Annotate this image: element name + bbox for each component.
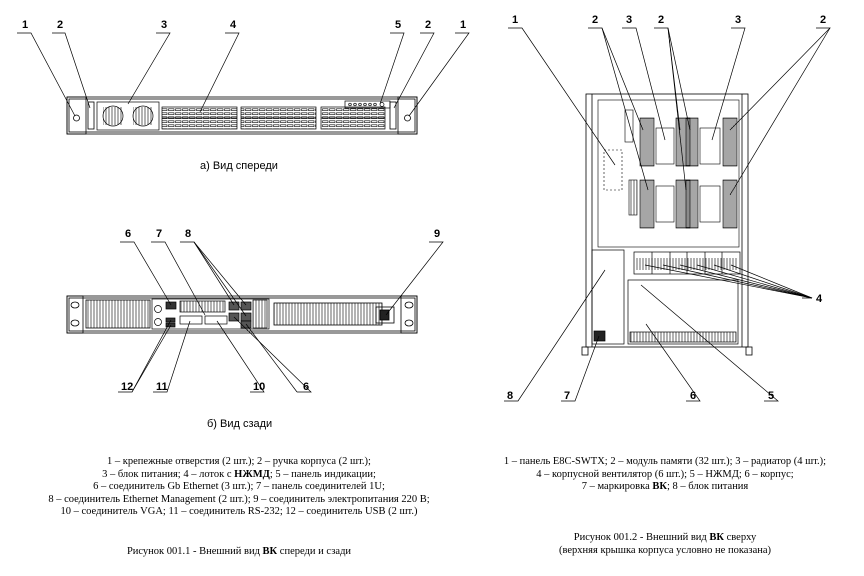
- front-callout-5: 5: [395, 19, 401, 31]
- front-view-chassis: [66, 96, 418, 135]
- front-callout-1b: 1: [460, 19, 466, 31]
- rear-view-caption: б) Вид сзади: [207, 418, 273, 430]
- rear-power-inlet: [375, 306, 395, 324]
- top-callout-3b: 3: [735, 14, 741, 26]
- top-heatsinks: [655, 127, 721, 223]
- left-legend-line-3: 6 – соединитель Gb Ethernet (3 шт.); 7 –…: [93, 481, 385, 492]
- right-legend: 1 – панель E8C-SWTX; 2 – модуль памяти (…: [470, 456, 860, 494]
- front-drive-trays: [161, 106, 386, 130]
- right-figure-title: Рисунок 001.2 - Внешний вид ВК сверху (в…: [470, 532, 860, 557]
- front-callout-2: 2: [57, 19, 63, 31]
- left-legend-line-2: 3 – блок питания; 4 – лоток с НЖМД; 5 – …: [102, 468, 376, 480]
- front-callout-2b: 2: [425, 19, 431, 31]
- rear-callout-6: 6: [125, 228, 131, 240]
- rear-view-chassis: [66, 295, 418, 334]
- rear-callout-12: 12: [121, 381, 133, 393]
- top-callout-2c: 2: [820, 14, 826, 26]
- left-legend-line-1: 1 – крепежные отверстия (2 шт.); 2 – руч…: [107, 456, 371, 467]
- front-callout-1: 1: [22, 19, 28, 31]
- top-callout-numbers: 1 2 3 2 3 2 4 8 7 6 5: [507, 14, 826, 402]
- rear-callout-numbers: 6 7 8 9 12 11 10 6: [121, 228, 440, 393]
- front-callout-3: 3: [161, 19, 167, 31]
- front-callout-numbers: 1 2 3 4 5 2 1: [22, 19, 466, 31]
- left-legend-line-5: 10 – соединитель VGA; 11 – соединитель R…: [60, 506, 418, 517]
- right-legend-line-3: 7 – маркировка ВК; 8 – блок питания: [581, 481, 749, 492]
- rear-callout-11: 11: [156, 381, 168, 393]
- left-legend: 1 – крепежные отверстия (2 шт.); 2 – руч…: [8, 456, 470, 519]
- front-callout-lines: [17, 32, 470, 117]
- top-callout-1: 1: [512, 14, 518, 26]
- top-psu-and-drive: [591, 249, 739, 345]
- top-fans: [633, 251, 741, 275]
- top-callout-7: 7: [564, 390, 570, 402]
- front-view-caption: а) Вид спереди: [200, 160, 278, 172]
- front-power-supply: [96, 101, 160, 131]
- top-callout-3: 3: [626, 14, 632, 26]
- front-indicator-panel: [344, 100, 391, 109]
- front-callout-4: 4: [230, 19, 237, 31]
- left-legend-bold-term: НЖМД: [234, 468, 270, 480]
- top-callout-2b: 2: [658, 14, 664, 26]
- rear-callout-7: 7: [156, 228, 162, 240]
- top-callout-5: 5: [768, 390, 774, 402]
- rear-callout-8: 8: [185, 228, 191, 240]
- left-legend-line-4: 8 – соединитель Ethernet Management (2 ш…: [48, 493, 430, 505]
- rear-io-panel: [151, 298, 270, 330]
- top-callout-lines: [504, 27, 831, 402]
- top-callout-2: 2: [592, 14, 598, 26]
- top-callout-4: 4: [816, 293, 823, 305]
- right-figure-subtitle: (верхняя крышка корпуса условно не показ…: [559, 544, 771, 556]
- rear-callout-10: 10: [253, 381, 265, 393]
- rear-callout-6b: 6: [303, 381, 309, 393]
- top-memory-modules: [639, 117, 738, 229]
- top-callout-8: 8: [507, 390, 513, 402]
- top-motherboard: [597, 99, 740, 248]
- right-legend-line-2: 4 – корпусной вентилятор (6 шт.); 5 – НЖ…: [536, 468, 794, 480]
- left-figure-title: Рисунок 001.1 - Внешний вид ВК спереди и…: [126, 546, 352, 557]
- top-callout-6: 6: [690, 390, 696, 402]
- rear-callout-9: 9: [434, 228, 440, 240]
- rear-callout-lines: [118, 241, 444, 393]
- right-legend-line-1: 1 – панель E8C-SWTX; 2 – модуль памяти (…: [503, 456, 827, 467]
